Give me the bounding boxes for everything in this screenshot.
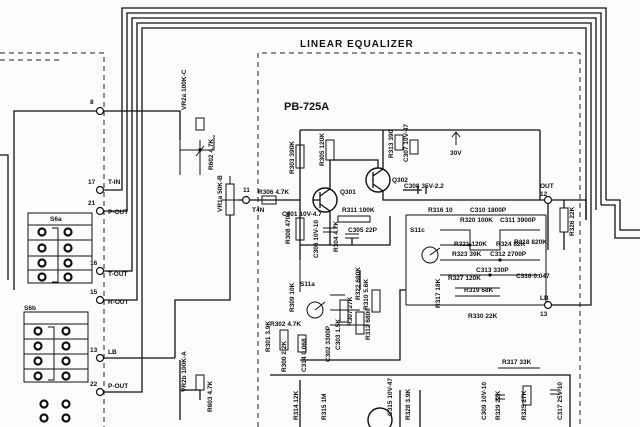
- label-c301: C301 10V-4.7: [282, 211, 322, 218]
- terminal-13-right: 13: [540, 311, 548, 318]
- supply-voltage: 30V: [450, 150, 462, 157]
- label-r302: R302 4.7K: [270, 321, 301, 328]
- label-c311: C311 3900P: [500, 217, 536, 224]
- label-vr1a: VR1a 50K-B: [217, 175, 224, 212]
- label-r304: R304 4.7K: [333, 221, 340, 252]
- label-r308: R308 470K: [285, 211, 292, 244]
- label-r320: R320 100K: [460, 217, 493, 224]
- label-c308: C308 35V-2.2: [404, 183, 444, 190]
- label-r321: R321 120K: [454, 241, 487, 248]
- label-c303: C303 1.5K: [335, 319, 342, 350]
- label-r325: R325 27K: [521, 390, 528, 420]
- vr1a-input-section: [174, 176, 300, 358]
- label-s6b: S6b: [24, 305, 36, 312]
- label-c316: C316 0.047: [516, 273, 550, 280]
- label-vr2b: VR2b 100K-A: [181, 351, 188, 392]
- supply-arrow-icon: [451, 131, 461, 145]
- terminal-17-signal: T-IN: [108, 179, 121, 186]
- label-vr2a: VR2a 100K-C: [181, 69, 188, 110]
- terminal-8: 8: [90, 99, 94, 106]
- label-r300: R300 2.2K: [281, 341, 288, 372]
- terminal-17: 17: [88, 179, 96, 186]
- terminal-13: 13: [90, 347, 98, 354]
- label-r324: R324 82K: [496, 241, 526, 248]
- board-outlines: [0, 52, 581, 427]
- lower-section: [179, 360, 571, 427]
- terminal-21: 21: [88, 200, 96, 207]
- label-r314: R314 12K: [293, 390, 300, 420]
- label-r317b: R317 33K: [502, 359, 532, 366]
- label-r307: R307 27K: [347, 296, 354, 326]
- switch-s6a: [27, 212, 93, 284]
- terminal-16-signal: T-OUT: [108, 271, 128, 278]
- label-r303: R303 390K: [289, 141, 296, 174]
- label-c305: C305 22P: [348, 227, 378, 234]
- label-c317: C317 25V-10: [557, 382, 564, 420]
- label-r309: R309 10K: [289, 282, 296, 312]
- label-r319: R319 68K: [464, 287, 494, 294]
- terminal-13-signal: LB: [108, 349, 117, 356]
- terminal-15-signal: R-OUT: [108, 299, 129, 306]
- label-q301: Q301: [340, 189, 356, 196]
- label-r327: R327 120K: [448, 275, 481, 282]
- terminal-lb-right: LB: [540, 295, 549, 302]
- label-c302: C302 3300P: [325, 325, 332, 362]
- terminal-11: 11: [243, 187, 250, 194]
- terminal-21-signal: P-OUT: [108, 209, 128, 216]
- label-c314: C314 0.068: [301, 338, 308, 372]
- label-r330: R330 22K: [468, 313, 498, 320]
- label-r312: R312 6800: [365, 308, 372, 340]
- label-s6a: S6a: [50, 216, 62, 223]
- label-r317: R317 18K: [435, 278, 442, 308]
- label-r305: R305 120K: [319, 133, 326, 166]
- label-r603: R603 4.7K: [207, 381, 214, 412]
- label-r311: R311 100K: [342, 207, 375, 214]
- label-r602: R602 4.7K: [208, 139, 215, 170]
- label-r315: R315 1M: [321, 394, 328, 420]
- label-c313: C313 330P: [476, 267, 509, 274]
- label-r323: R323 39K: [452, 251, 482, 258]
- vr2a-potentiometer: [179, 117, 215, 175]
- s11c-network: [405, 214, 547, 306]
- label-c309: C309 10V-10: [481, 382, 488, 420]
- label-r322: R322 680K: [355, 267, 362, 300]
- section-title: LINEAR EQUALIZER: [300, 39, 414, 50]
- label-r310: R310 5.6K: [363, 279, 370, 310]
- label-c315: C315 10V-47: [387, 378, 394, 416]
- transistor-stage: [295, 129, 548, 260]
- terminal-11-signal: T-IN: [252, 207, 265, 214]
- s11a-network: [279, 260, 406, 361]
- label-s11a: S11a: [300, 281, 315, 288]
- labels: LINEAR EQUALIZER PB-725A 30V 8 17 T-IN 2…: [24, 39, 576, 420]
- terminal-out: OUT: [540, 183, 554, 190]
- label-r329: R329 22K: [495, 390, 502, 420]
- label-r316: R316 10: [428, 207, 453, 214]
- terminal-22: 22: [90, 381, 98, 388]
- left-terminals: [0, 100, 181, 397]
- switch-s6b: [23, 311, 89, 423]
- terminal-16: 16: [90, 260, 98, 267]
- label-r328: R328 3.9K: [405, 389, 412, 420]
- label-c307: C307 10V-47: [403, 124, 410, 162]
- label-r326: R326 22K: [569, 206, 576, 236]
- terminal-15: 15: [90, 289, 98, 296]
- output-terminals: [539, 130, 592, 310]
- label-c312: C312 2700P: [490, 251, 527, 258]
- label-r318: R318 820K: [514, 239, 547, 246]
- terminal-12: 12: [540, 191, 548, 198]
- label-c306: C306 10V-10: [313, 220, 320, 258]
- terminal-22-signal: P-OUT: [108, 383, 128, 390]
- label-r306: R306 4.7K: [258, 189, 289, 196]
- label-r301: R301 3.9K: [265, 321, 272, 352]
- label-c310: C310 1800P: [470, 207, 507, 214]
- board-label: PB-725A: [284, 101, 329, 113]
- label-r313: R313 390: [388, 129, 395, 158]
- label-q302: Q302: [392, 177, 408, 184]
- label-s11c: S11c: [410, 227, 425, 234]
